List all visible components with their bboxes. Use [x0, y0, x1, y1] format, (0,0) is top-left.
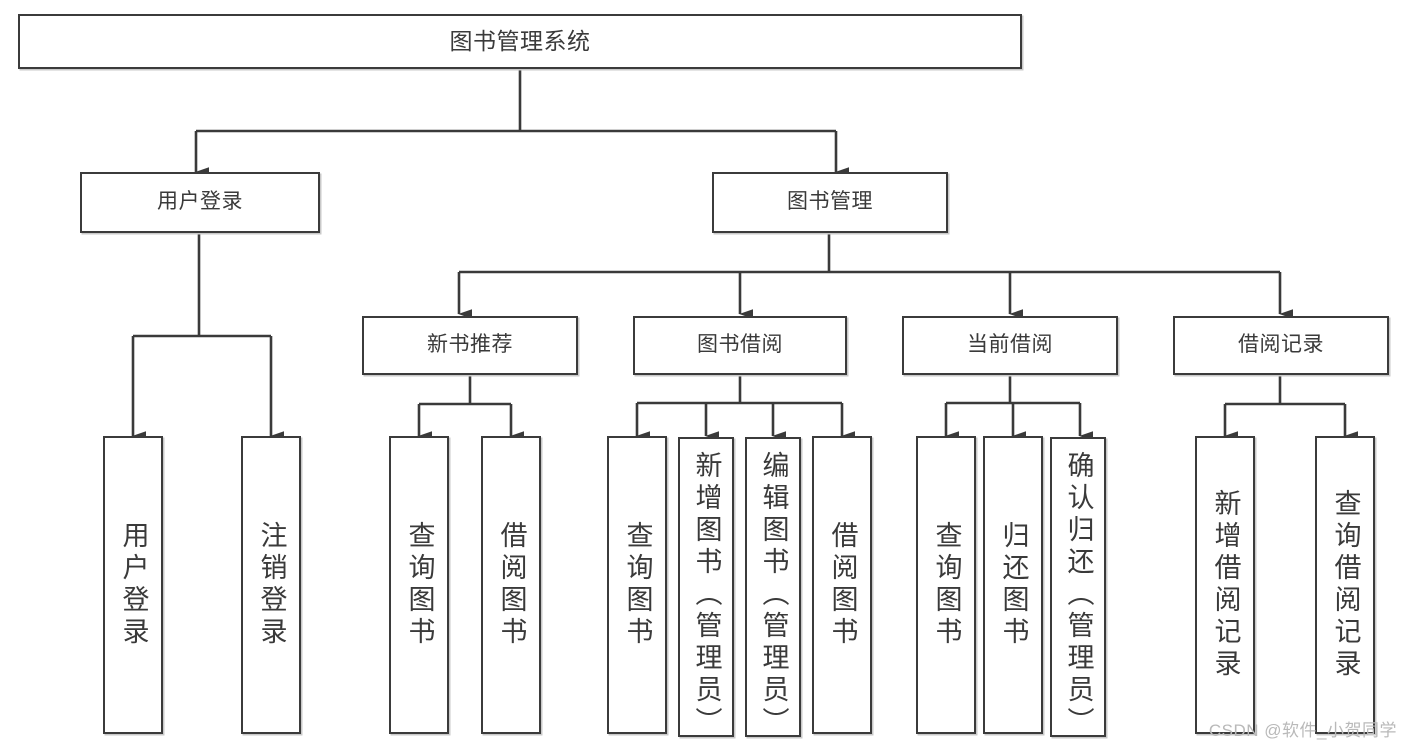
- node-book-management[interactable]: 图书管理: [712, 172, 948, 233]
- node-root[interactable]: 图书管理系统: [18, 14, 1022, 69]
- leaf-user-login-logout-label: 注销登录: [256, 521, 287, 649]
- leaf-new-book-query-label: 查询图书: [404, 521, 435, 649]
- node-borrow-record-label: 借阅记录: [1238, 333, 1324, 357]
- leaf-current-borrow-return[interactable]: 归还图书: [983, 436, 1043, 734]
- leaf-book-borrow-add[interactable]: 新增图书（管理员）: [678, 437, 734, 739]
- leaf-current-borrow-query-label: 查询图书: [931, 521, 962, 649]
- node-new-book-recommend-label: 新书推荐: [427, 333, 513, 357]
- node-current-borrow-label: 当前借阅: [967, 333, 1053, 357]
- node-new-book-recommend[interactable]: 新书推荐: [362, 316, 578, 375]
- node-book-borrow-label: 图书借阅: [697, 333, 783, 357]
- node-book-management-label: 图书管理: [787, 190, 873, 214]
- node-user-login-label: 用户登录: [157, 190, 243, 214]
- leaf-book-borrow-borrow[interactable]: 借阅图书: [812, 436, 872, 734]
- leaf-borrow-record-query[interactable]: 查询借阅记录: [1315, 436, 1375, 734]
- leaf-book-borrow-add-label: 新增图书（管理员）: [691, 451, 722, 739]
- leaf-borrow-record-add-label: 新增借阅记录: [1210, 489, 1241, 681]
- leaf-new-book-borrow[interactable]: 借阅图书: [481, 436, 541, 734]
- node-root-label: 图书管理系统: [449, 27, 591, 54]
- leaf-book-borrow-edit[interactable]: 编辑图书（管理员）: [745, 437, 801, 739]
- leaf-book-borrow-query[interactable]: 查询图书: [607, 436, 667, 734]
- leaf-user-login-login[interactable]: 用户登录: [103, 436, 163, 734]
- node-book-borrow[interactable]: 图书借阅: [633, 316, 847, 375]
- leaf-current-borrow-return-label: 归还图书: [998, 521, 1029, 649]
- leaf-new-book-query[interactable]: 查询图书: [389, 436, 449, 734]
- leaf-book-borrow-query-label: 查询图书: [622, 521, 653, 649]
- leaf-user-login-logout[interactable]: 注销登录: [241, 436, 301, 734]
- node-current-borrow[interactable]: 当前借阅: [902, 316, 1118, 375]
- leaf-book-borrow-edit-label: 编辑图书（管理员）: [758, 451, 789, 739]
- leaf-current-borrow-confirm-label: 确认归还（管理员）: [1063, 451, 1094, 739]
- node-user-login[interactable]: 用户登录: [80, 172, 320, 233]
- leaf-user-login-login-label: 用户登录: [118, 521, 149, 649]
- node-borrow-record[interactable]: 借阅记录: [1173, 316, 1389, 375]
- leaf-new-book-borrow-label: 借阅图书: [496, 521, 527, 649]
- leaf-book-borrow-borrow-label: 借阅图书: [827, 521, 858, 649]
- leaf-borrow-record-add[interactable]: 新增借阅记录: [1195, 436, 1255, 734]
- leaf-current-borrow-query[interactable]: 查询图书: [916, 436, 976, 734]
- leaf-borrow-record-query-label: 查询借阅记录: [1330, 489, 1361, 681]
- csdn-watermark: CSDN @软件_小贺同学: [1208, 721, 1397, 740]
- leaf-current-borrow-confirm[interactable]: 确认归还（管理员）: [1050, 437, 1106, 739]
